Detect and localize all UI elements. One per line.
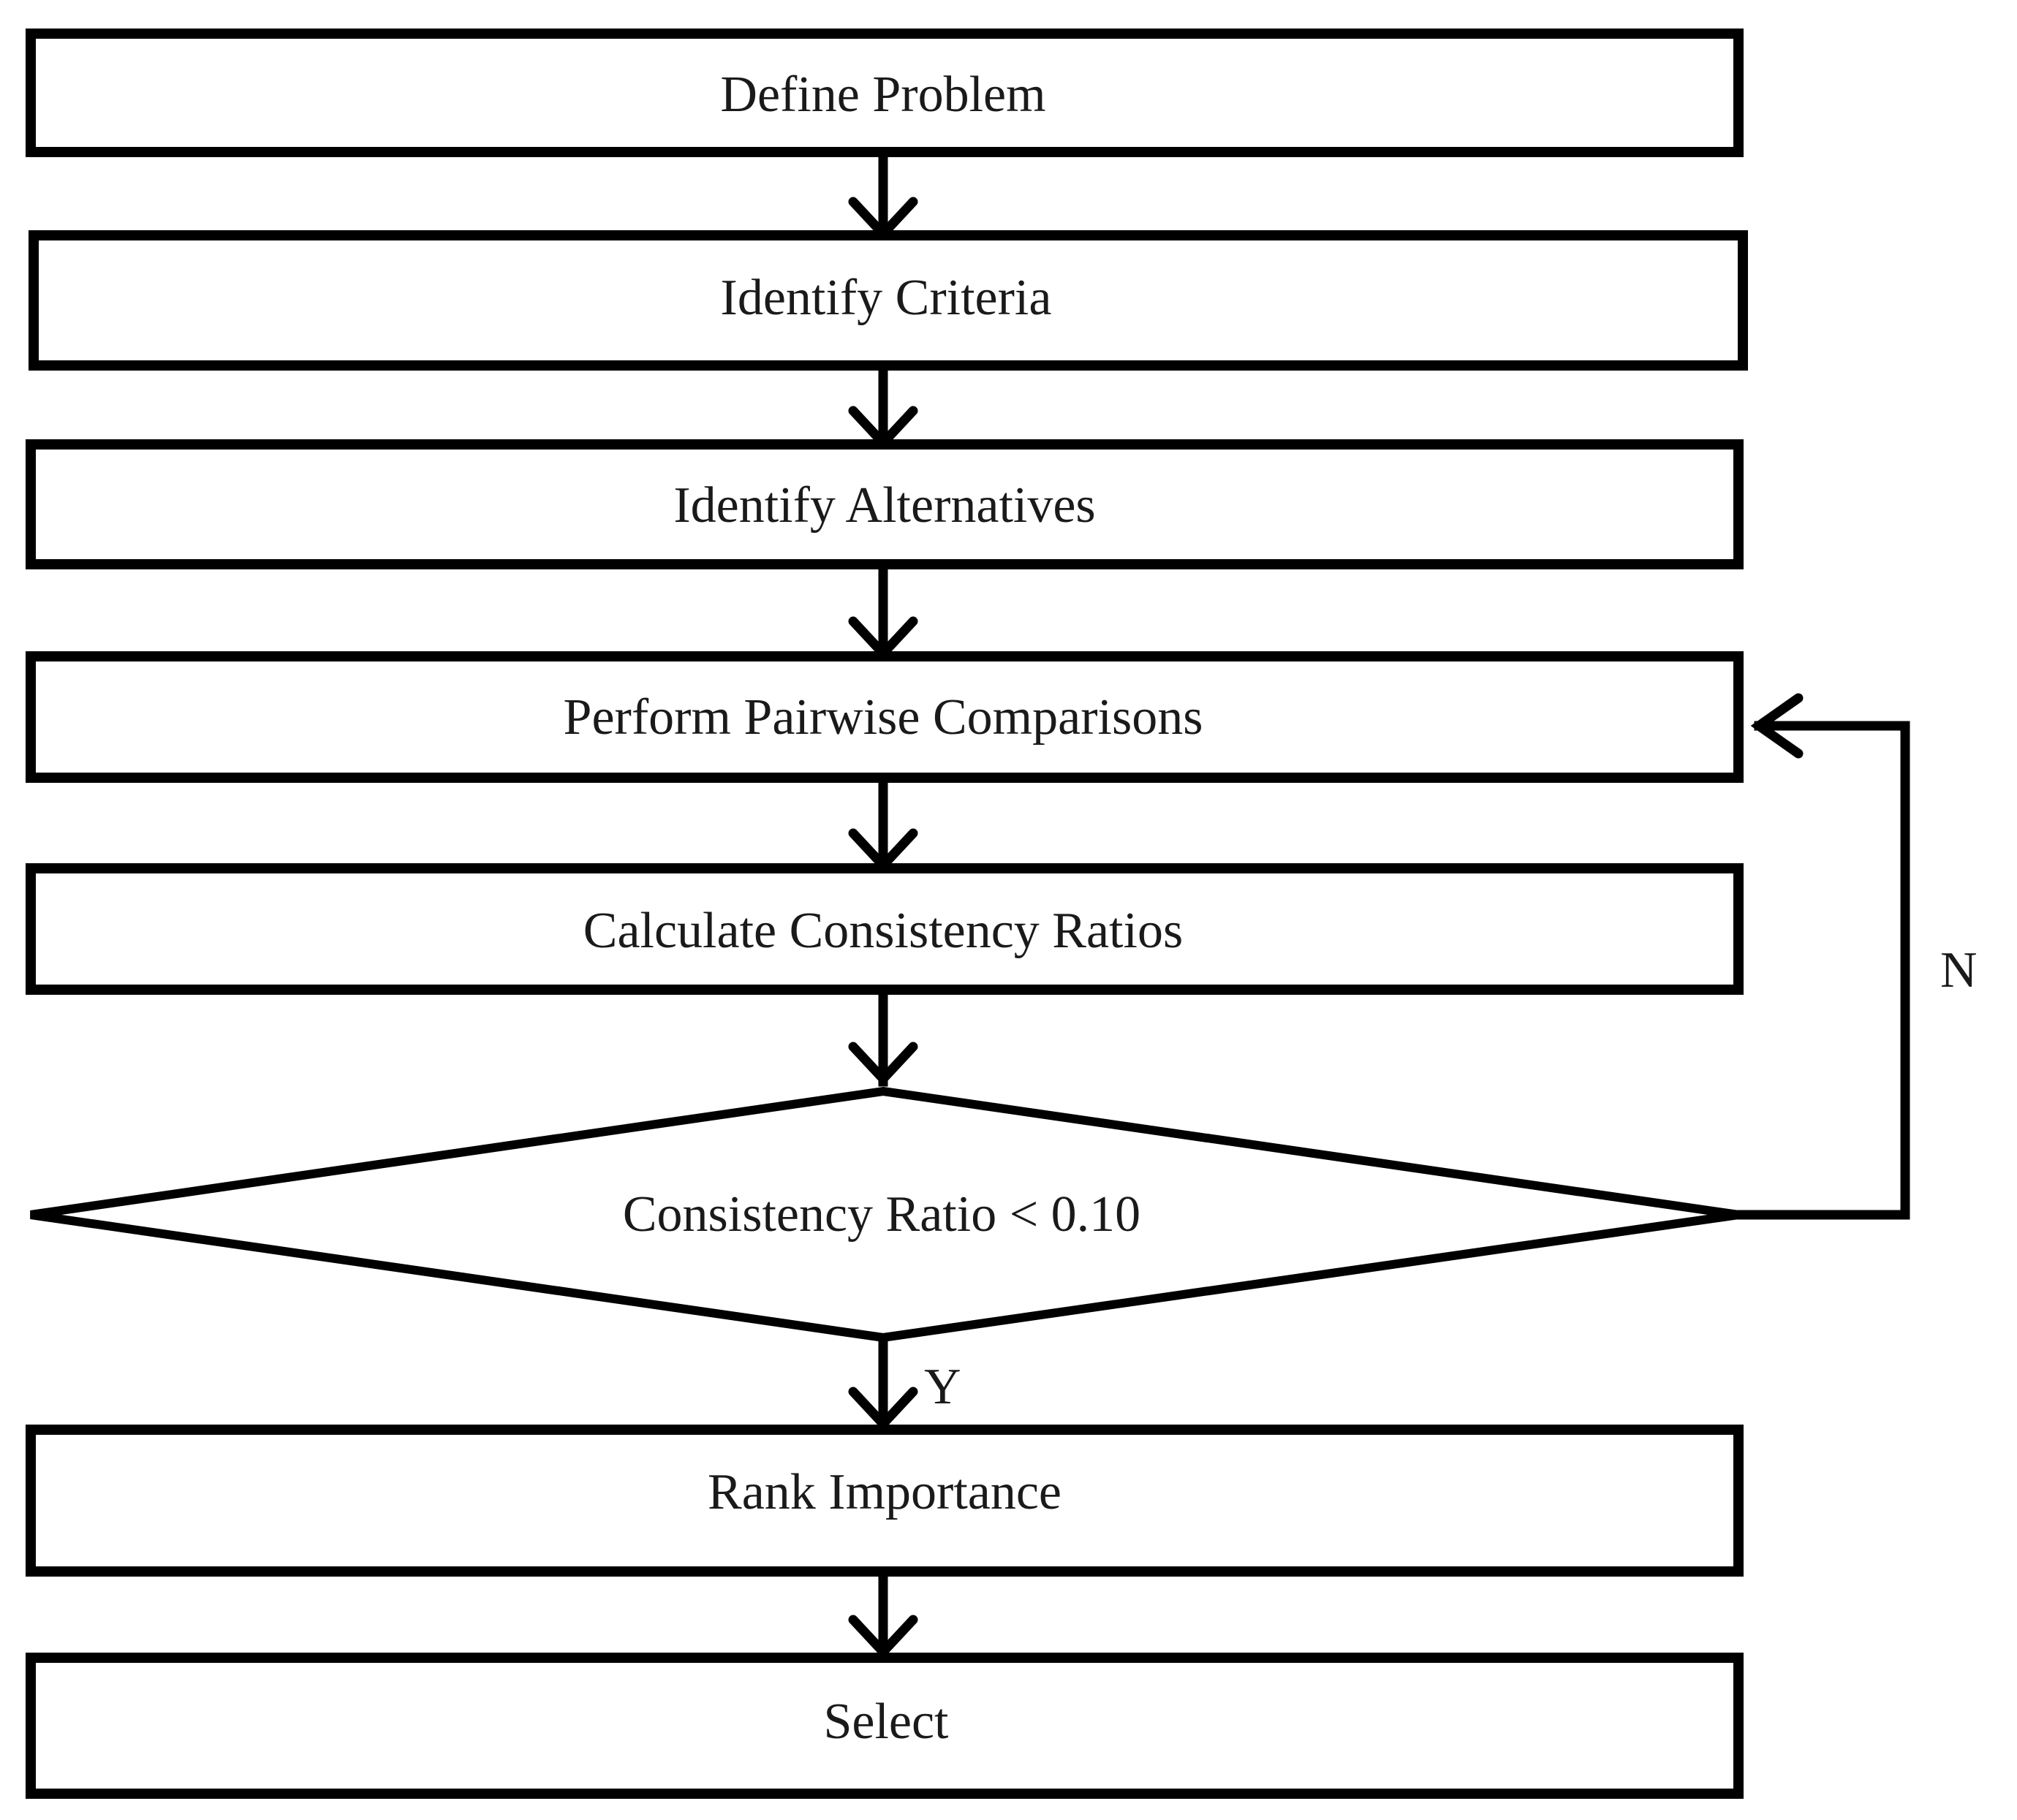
node-calculate-ratios: Calculate Consistency Ratios — [26, 863, 1744, 995]
arrowhead-down-icon — [848, 1042, 918, 1086]
edge-diamond-to-pairwise-loop — [1731, 693, 1910, 1220]
decision-label: Consistency Ratio < 0.10 — [623, 1186, 1140, 1243]
node-label: Identify Criteria — [721, 270, 1052, 326]
arrowhead-down-icon — [848, 1615, 918, 1659]
edge-rank-to-select — [848, 1565, 918, 1659]
node-label: Select — [823, 1694, 949, 1750]
node-define-problem: Define Problem — [26, 29, 1744, 157]
edge-label-no: N — [1940, 942, 1978, 998]
node-identify-alternatives: Identify Alternatives — [26, 439, 1744, 569]
node-pairwise-comparisons: Perform Pairwise Comparisons — [26, 651, 1744, 783]
edge-pairwise-to-calculate — [848, 774, 918, 873]
edge-label-yes: Y — [924, 1359, 961, 1415]
edge-calculate-to-diamond — [848, 986, 918, 1087]
node-identify-criteria: Identify Criteria — [29, 230, 1748, 371]
node-consistency-check: Consistency Ratio < 0.10 — [30, 1086, 1739, 1343]
node-label: Perform Pairwise Comparisons — [564, 689, 1203, 746]
node-label: Identify Alternatives — [673, 477, 1095, 534]
edge-alternatives-to-pairwise — [848, 561, 918, 661]
node-rank-importance: Rank Importance — [26, 1425, 1744, 1577]
edge-define-to-criteria — [848, 150, 918, 241]
node-label: Define Problem — [720, 67, 1045, 123]
arrowhead-left-icon — [1750, 693, 1804, 759]
node-label: Rank Importance — [708, 1464, 1062, 1520]
edge-criteria-to-alternatives — [848, 362, 918, 450]
node-label: Calculate Consistency Ratios — [583, 903, 1183, 959]
arrowhead-down-icon — [848, 1387, 918, 1431]
edge-diamond-to-rank — [848, 1331, 918, 1431]
node-select: Select — [26, 1653, 1744, 1799]
